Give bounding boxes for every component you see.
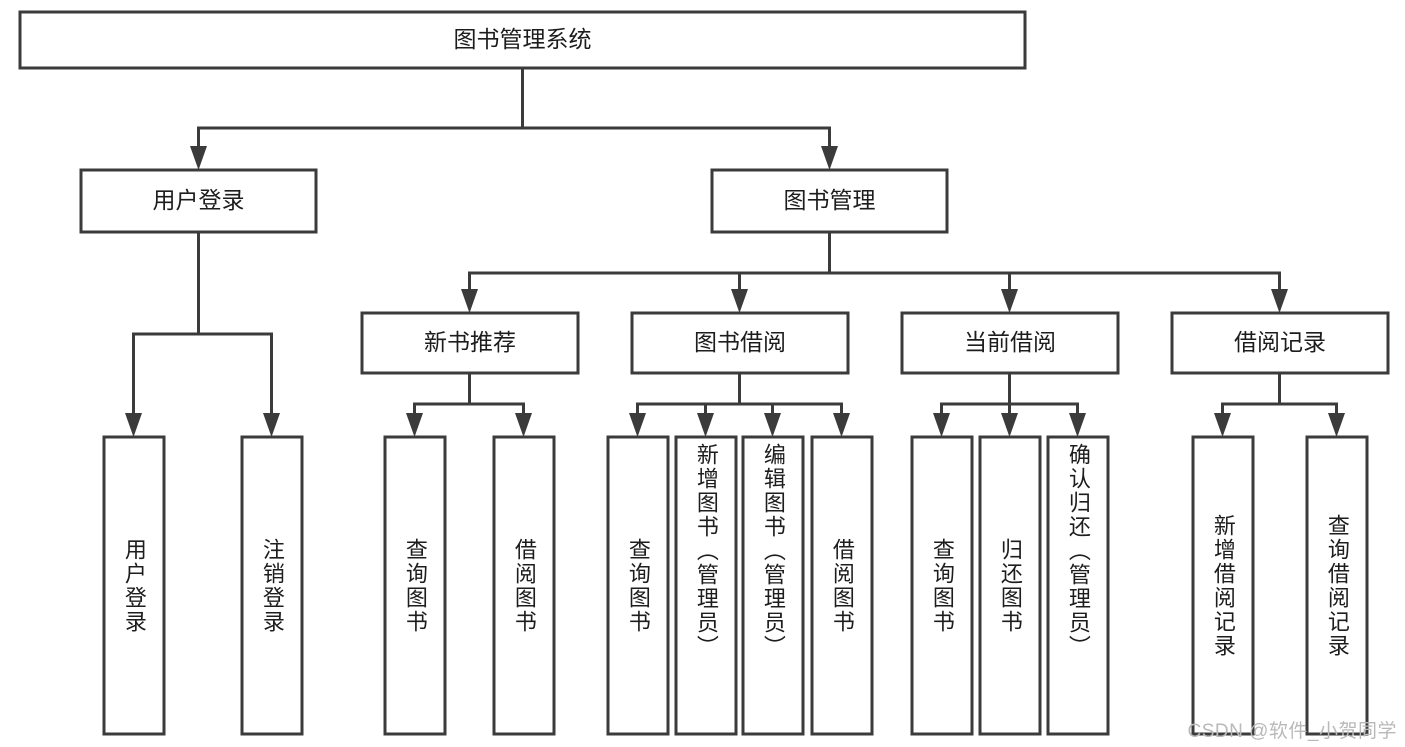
arrow-head-user-login-leaf-1 (263, 413, 280, 437)
arrow-head-borrow-record-leaf-1 (1328, 413, 1345, 437)
node-leaf-new-book-0[interactable] (383, 435, 447, 736)
node-borrow-record-label: 借阅记录 (1234, 329, 1326, 355)
node-leaf-borrow-record-1[interactable] (1305, 435, 1369, 736)
connector-group-current-borrow (933, 371, 1086, 437)
arrow-head-current-borrow-leaf-0 (933, 413, 950, 437)
connector-group-root (190, 66, 838, 170)
arrow-head-book-borrow-leaf-1 (697, 413, 714, 437)
arrow-head-new-book (461, 289, 478, 313)
node-borrow-record[interactable] (1170, 311, 1390, 375)
arrow-head-current-borrow (1001, 289, 1018, 313)
connector-group-new-book (406, 371, 532, 437)
arrow-head-user-login-leaf-0 (125, 413, 142, 437)
arrow-head-book-borrow-leaf-0 (629, 413, 646, 437)
connector-group-user-login (125, 230, 280, 437)
node-book-mgmt-label: 图书管理 (784, 187, 876, 213)
arrow-head-new-book-leaf-0 (406, 413, 423, 437)
node-book-borrow-label: 图书借阅 (694, 329, 786, 355)
node-current-borrow-label: 当前借阅 (964, 329, 1056, 355)
arrow-head-user-login (190, 146, 207, 170)
arrow-head-book-borrow-leaf-2 (764, 413, 781, 437)
node-root[interactable] (18, 10, 1027, 70)
node-book-borrow[interactable] (630, 311, 850, 375)
node-book-mgmt[interactable] (710, 168, 949, 234)
node-user-login[interactable] (79, 168, 318, 234)
watermark-text: CSDN @软件_小贺同学 (1187, 721, 1397, 742)
node-current-borrow[interactable] (900, 311, 1120, 375)
node-leaf-book-borrow-1[interactable] (674, 435, 738, 736)
arrow-head-current-borrow-leaf-1 (1001, 413, 1018, 437)
node-leaf-new-book-1[interactable] (492, 435, 556, 736)
node-new-book-label: 新书推荐 (424, 329, 516, 355)
arrow-head-book-mgmt (821, 146, 838, 170)
node-leaf-book-borrow-3[interactable] (810, 435, 874, 736)
arrow-head-current-borrow-leaf-2 (1069, 413, 1086, 437)
connector-group-borrow-record (1214, 371, 1345, 437)
arrow-head-book-borrow-leaf-3 (833, 413, 850, 437)
node-leaf-book-borrow-2[interactable] (741, 435, 805, 736)
connector-group-book-mgmt (461, 230, 1288, 313)
node-leaf-borrow-record-0[interactable] (1191, 435, 1255, 736)
arrow-head-borrow-record (1271, 289, 1288, 313)
node-leaf-current-borrow-2[interactable] (1046, 435, 1110, 736)
node-leaf-user-login-1[interactable] (240, 435, 304, 736)
node-leaf-current-borrow-1[interactable] (978, 435, 1042, 736)
node-new-book[interactable] (360, 311, 580, 375)
node-leaf-user-login-0[interactable] (102, 435, 166, 736)
arrow-head-borrow-record-leaf-0 (1214, 413, 1231, 437)
node-leaf-book-borrow-0[interactable] (606, 435, 670, 736)
node-root-label: 图书管理系统 (454, 26, 592, 52)
connector-group-book-borrow (629, 371, 850, 437)
node-leaf-current-borrow-0[interactable] (910, 435, 974, 736)
arrow-head-new-book-leaf-1 (515, 413, 532, 437)
arrow-head-book-borrow (731, 289, 748, 313)
node-user-login-label: 用户登录 (153, 187, 245, 213)
